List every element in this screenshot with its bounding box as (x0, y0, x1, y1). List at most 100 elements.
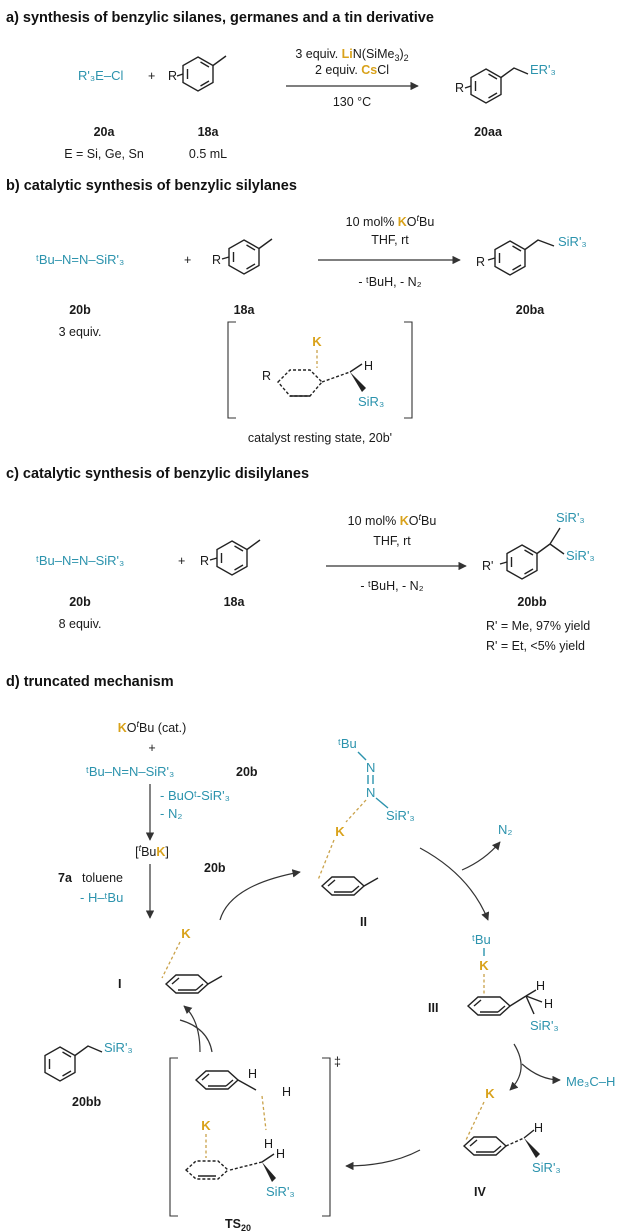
product-group-c-2: SiR'₃ (566, 548, 595, 563)
ii-n1: N (366, 760, 375, 775)
label-ii: II (360, 915, 367, 929)
label-iii: III (428, 1001, 438, 1015)
toluene-label: toluene (82, 871, 123, 885)
heading-c: c) catalytic synthesis of benzylic disil… (6, 466, 309, 482)
loss-1: - BuOᵗ-SiR'₃ (160, 788, 230, 803)
i-k: K (181, 926, 191, 941)
resting-caption: catalyst resting state, 20b' (248, 431, 392, 445)
product-r-c: R' (482, 559, 493, 573)
arene-r-a: R (168, 69, 177, 83)
plus-c: + (178, 554, 185, 568)
equiv-c: 8 equiv. (59, 617, 102, 631)
plus-b: + (184, 253, 191, 267)
condition-c-2: THF, rt (373, 534, 411, 548)
intermediate-iv: K H SiR'₃ IV (463, 1086, 561, 1199)
me3ch-out: Me₃C–H (566, 1074, 615, 1089)
intermediate-i: K I (118, 926, 223, 994)
label-20b-c: 20b (69, 595, 91, 609)
iv-k: K (485, 1086, 495, 1101)
product-r-b: R (476, 255, 485, 269)
transition-state-ts20: ‡ H H K H H SiR'₃ TS20 (169, 1055, 341, 1232)
label-20a: 20a (94, 125, 116, 139)
note-e: E = Si, Ge, Sn (64, 147, 144, 161)
intermediate-iii: ᵗBu K H H SiR'₃ III (428, 932, 559, 1033)
reagent-20b-b: ᵗBu–N=N–SiR'₃ (36, 252, 124, 267)
label-18a-c: 18a (224, 595, 246, 609)
ts-k: K (201, 1118, 211, 1133)
toluene-ring-a (176, 55, 227, 92)
label-18a-b: 18a (234, 303, 256, 317)
label-20ba: 20ba (516, 303, 546, 317)
label-18a-a: 18a (198, 125, 220, 139)
plus-a: + (148, 69, 155, 83)
ts-h2: H (282, 1085, 291, 1099)
iii-tbu: ᵗBu (472, 932, 491, 947)
arrow-ii-iii (419, 847, 490, 921)
start-reagent: ᵗBu–N=N–SiR'₃ (86, 764, 174, 779)
reagent-20a: R'₃E–Cl (78, 68, 123, 83)
label-20aa: 20aa (474, 125, 503, 139)
arrow-ts-i (183, 1005, 201, 1053)
product-20bb-d (44, 1045, 103, 1082)
ii-tbu: ᵗBu (338, 736, 357, 751)
ts-h1: H (248, 1067, 257, 1081)
iv-si: SiR'₃ (532, 1160, 561, 1175)
label-i: I (118, 977, 121, 991)
arrow-label-20b: 20b (204, 861, 226, 875)
intermediate-tbuk: [tBuK] (135, 843, 169, 859)
label-20bb-d: 20bb (72, 1095, 102, 1109)
resting-r: R (262, 369, 271, 383)
condition-c-3: - ᵗBuH, - N₂ (360, 579, 423, 593)
ii-n2: N (366, 785, 375, 800)
loss-h: - H–ᵗBu (80, 890, 123, 905)
arrow-iv-ts (345, 1149, 421, 1171)
product-group-a: ER'₃ (530, 62, 556, 77)
condition-b-1: 10 mol% KOtBu (346, 213, 435, 229)
product-group-d: SiR'₃ (104, 1040, 133, 1055)
equiv-b: 3 equiv. (59, 325, 102, 339)
arrow-n2-out (461, 841, 501, 871)
resting-k: K (312, 334, 322, 349)
ts-h3: H (264, 1137, 273, 1151)
toluene-ring-c (209, 539, 261, 576)
condition-c-1: 10 mol% KOtBu (348, 512, 437, 528)
ts-si: SiR'₃ (266, 1184, 295, 1199)
toluene-ring-b (221, 238, 273, 275)
label-7a: 7a (58, 871, 73, 885)
yield-1: R' = Me, 97% yield (486, 619, 590, 633)
label-ts: TS20 (225, 1217, 251, 1232)
product-ring-a (464, 67, 529, 104)
iii-h2: H (544, 997, 553, 1011)
note-volume: 0.5 mL (189, 147, 227, 161)
ts-h4: H (276, 1147, 285, 1161)
iii-h1: H (536, 979, 545, 993)
ii-k: K (335, 824, 345, 839)
resting-h: H (364, 359, 373, 373)
start-label-20b: 20b (236, 765, 258, 779)
loss-2: - N₂ (160, 806, 182, 821)
yield-2: R' = Et, <5% yield (486, 639, 585, 653)
resting-state-structure: K R H SiR₃ (227, 321, 413, 419)
condition-a-3: 130 °C (333, 95, 371, 109)
resting-si: SiR₃ (358, 394, 384, 409)
product-group-b: SiR'₃ (558, 234, 587, 249)
heading-b: b) catalytic synthesis of benzylic silyl… (6, 178, 297, 194)
iii-k: K (479, 958, 489, 973)
start-catalyst: KOtBu (cat.) (118, 719, 187, 735)
label-iv: IV (474, 1185, 486, 1199)
arrow-me3ch-out (521, 1063, 561, 1085)
product-ring-b (487, 239, 555, 276)
condition-a-1: 3 equiv. LiN(SiMe3)2 (295, 47, 408, 63)
label-20bb-c: 20bb (517, 595, 547, 609)
label-20b-b: 20b (69, 303, 91, 317)
iii-si: SiR'₃ (530, 1018, 559, 1033)
heading-d: d) truncated mechanism (6, 674, 174, 690)
condition-b-3: - ᵗBuH, - N₂ (358, 275, 421, 289)
n2-out: N₂ (498, 822, 512, 837)
arene-r-c: R (200, 554, 209, 568)
condition-a-2: 2 equiv. CsCl (315, 63, 389, 77)
ii-si: SiR'₃ (386, 808, 415, 823)
heading-a: a) synthesis of benzylic silanes, german… (6, 10, 434, 26)
product-ring-c (499, 527, 565, 580)
